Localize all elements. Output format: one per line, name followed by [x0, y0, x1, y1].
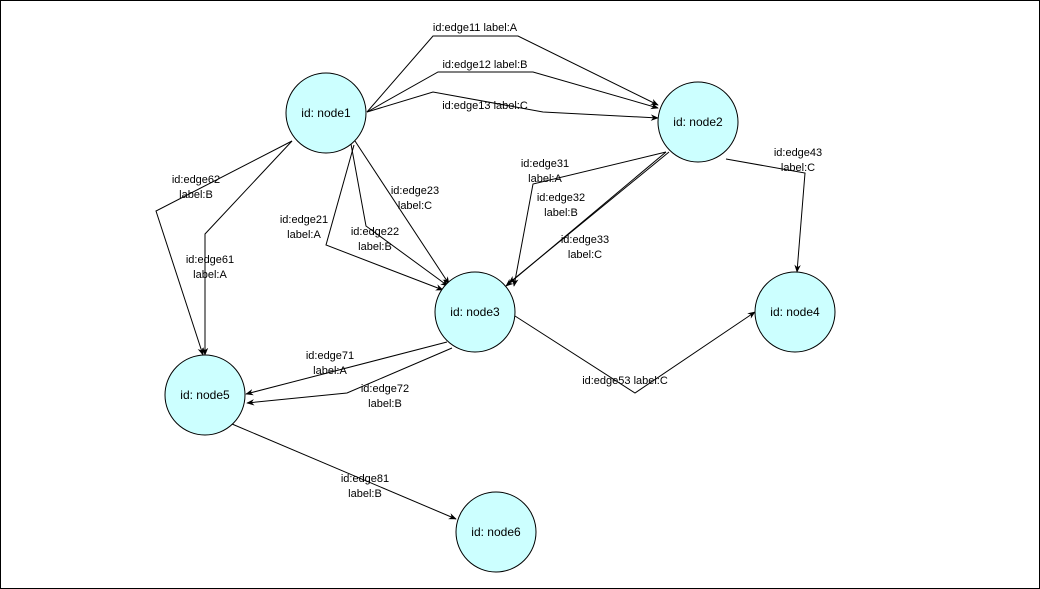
edge-label-line: id:edge21 — [280, 214, 328, 226]
edge-labels-layer: id:edge11 label:A id:edge12 label:B id:edg… — [172, 22, 822, 500]
edge-label-line: label:A — [313, 365, 347, 377]
node-node2[interactable]: id: node2 — [657, 81, 739, 163]
node-circle[interactable] — [754, 271, 836, 353]
edge-edge22[interactable] — [350, 143, 449, 287]
edge-label-line: label:B — [179, 189, 213, 201]
edge-label-edge12: id:edge12 label:B — [442, 59, 527, 71]
edge-label-line: label:B — [368, 398, 402, 410]
edge-edge61[interactable] — [201, 140, 293, 356]
edge-label-line: id:edge72 — [361, 383, 409, 395]
edge-label-line: label:A — [193, 269, 227, 281]
node-node3[interactable]: id: node3 — [434, 271, 516, 353]
node-circle[interactable] — [657, 81, 739, 163]
edge-edge23[interactable] — [354, 140, 450, 285]
node-node5[interactable]: id: node5 — [164, 354, 246, 436]
node-label: id: node1 — [301, 106, 351, 120]
edge-edge53[interactable] — [514, 311, 756, 394]
edge-label-line: id:edge32 — [537, 192, 585, 204]
edge-label-edge43: id:edge43 label:C — [774, 147, 822, 174]
node-circle[interactable] — [434, 271, 516, 353]
edge-label-line: label:B — [544, 207, 578, 219]
edge-label-line: label:B — [358, 241, 392, 253]
node-circle[interactable] — [164, 354, 246, 436]
edge-label-edge21: id:edge21 label:A — [280, 214, 328, 241]
edge-label-line: id:edge23 — [391, 185, 439, 197]
edge-label-edge33: id:edge33 label:C — [561, 234, 609, 261]
edge-label-line: id:edge33 — [561, 234, 609, 246]
node-label: id: node4 — [770, 305, 820, 319]
edge-label-line: id:edge31 — [521, 158, 569, 170]
node-label: id: node3 — [450, 305, 500, 319]
edge-label-line: id:edge62 — [172, 174, 220, 186]
edge-label-edge61: id:edge61 label:A — [186, 254, 234, 281]
edge-label-edge13: id:edge13 label:C — [442, 100, 528, 112]
edge-label-edge23: id:edge23 label:C — [391, 185, 439, 212]
edge-label-line: id:edge11 label:A — [433, 22, 518, 34]
edge-label-line: id:edge71 — [306, 350, 354, 362]
edge-label-line: id:edge13 label:C — [442, 100, 528, 112]
edge-label-edge11: id:edge11 label:A — [433, 22, 518, 34]
edge-label-line: label:A — [528, 173, 562, 185]
edge-label-line: id:edge43 — [774, 147, 822, 159]
edge-label-edge22: id:edge22 label:B — [351, 226, 399, 253]
edge-label-line: label:C — [398, 200, 432, 212]
edge-edge13[interactable] — [366, 91, 659, 121]
node-node4[interactable]: id: node4 — [754, 271, 836, 353]
edge-label-line: id:edge81 — [341, 473, 389, 485]
node-circle[interactable] — [455, 491, 537, 573]
edge-label-edge81: id:edge81 label:B — [341, 473, 389, 500]
edge-label-edge72: id:edge72 label:B — [361, 383, 409, 410]
node-label: id: node6 — [471, 525, 521, 539]
node-label: id: node2 — [673, 115, 723, 129]
edge-label-line: label:C — [568, 249, 602, 261]
edges-layer — [155, 35, 806, 520]
edge-label-edge53: id:edge53 label:C — [582, 375, 668, 387]
edge-edge72[interactable] — [246, 347, 453, 406]
edge-label-edge31: id:edge31 label:A — [521, 158, 569, 185]
edge-edge11[interactable] — [366, 35, 659, 113]
edge-label-line: label:A — [287, 229, 321, 241]
node-circle[interactable] — [285, 72, 367, 154]
edge-edge33[interactable] — [508, 151, 670, 284]
edge-edge71[interactable] — [245, 341, 448, 396]
edge-label-line: id:edge53 label:C — [582, 375, 668, 387]
edge-edge31[interactable] — [512, 151, 667, 287]
edge-label-edge62: id:edge62 label:B — [172, 174, 220, 201]
edge-label-line: id:edge12 label:B — [442, 59, 527, 71]
node-label: id: node5 — [180, 388, 230, 402]
node-node6[interactable]: id: node6 — [455, 491, 537, 573]
edge-label-line: id:edge61 — [186, 254, 234, 266]
edge-edge12[interactable] — [366, 71, 659, 113]
nodes-layer: id: node1 id: node2 id: node3 id: node4 id: … — [164, 72, 836, 573]
edge-edge62[interactable] — [155, 140, 293, 356]
node-node1[interactable]: id: node1 — [285, 72, 367, 154]
edge-edge21[interactable] — [325, 144, 444, 291]
edge-label-edge32: id:edge32 label:B — [537, 192, 585, 219]
edge-edge81[interactable] — [231, 423, 457, 520]
edge-label-line: id:edge22 — [351, 226, 399, 238]
edge-edge43[interactable] — [725, 158, 806, 273]
edge-label-line: label:B — [348, 488, 382, 500]
edge-label-line: label:C — [781, 162, 815, 174]
edge-label-edge71: id:edge71 label:A — [306, 350, 354, 377]
